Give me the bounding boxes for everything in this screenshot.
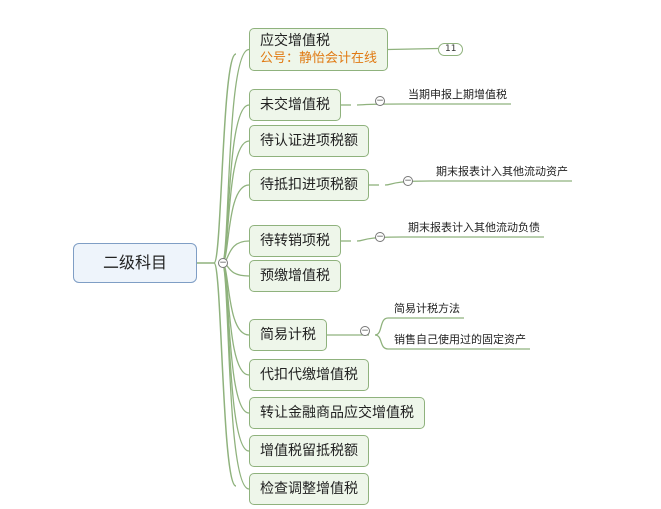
leaf-underline — [356, 236, 544, 242]
badge-connector — [387, 47, 439, 51]
collapse-icon[interactable]: − — [375, 232, 385, 242]
collapse-icon[interactable]: − — [403, 176, 413, 186]
leaf-underline — [384, 180, 572, 186]
leaf-text: 当期申报上期增值税 — [408, 88, 507, 101]
root-collapse-icon[interactable]: − — [218, 258, 228, 268]
leaf-text: 简易计税方法 — [394, 302, 460, 315]
branch-node-1[interactable]: 未交增值税 — [249, 89, 341, 121]
leaf-underline — [374, 317, 464, 336]
collapse-icon[interactable]: − — [375, 96, 385, 106]
branch-node-9[interactable]: 增值税留抵税额 — [249, 435, 369, 467]
collapse-icon[interactable]: − — [360, 326, 370, 336]
leaf-text: 期末报表计入其他流动负债 — [408, 221, 540, 234]
branch-node-5[interactable]: 预缴增值税 — [249, 260, 341, 292]
root-node[interactable]: 二级科目 — [73, 243, 197, 283]
branch-node-0[interactable]: 应交增值税 公号：静怡会计在线 — [249, 28, 389, 71]
branch-node-8[interactable]: 转让金融商品应交增值税 — [249, 397, 425, 429]
leaf-underline — [374, 334, 530, 350]
branch-node-7[interactable]: 代扣代缴增值税 — [249, 359, 369, 391]
branch-connector — [221, 104, 250, 264]
branch-node-3[interactable]: 待抵扣进项税额 — [249, 169, 369, 201]
branch-node-6[interactable]: 简易计税 — [249, 319, 327, 351]
leaf-text: 期末报表计入其他流动资产 — [436, 165, 568, 178]
branch-node-4[interactable]: 待转销项税 — [249, 225, 341, 257]
branch-node-10[interactable]: 检查调整增值税 — [249, 473, 369, 505]
branch-connector — [221, 48, 250, 264]
leaf-underline — [356, 103, 511, 106]
branch-node-2[interactable]: 待认证进项税额 — [249, 125, 369, 157]
branch-label: 应交增值税 — [260, 33, 330, 49]
branch-connector — [221, 262, 250, 490]
branch-sublabel: 公号：静怡会计在线 — [260, 51, 378, 66]
count-badge[interactable]: 11 — [438, 43, 464, 56]
leaf-text: 销售自己使用过的固定资产 — [394, 333, 526, 346]
trunk-line — [197, 53, 237, 487]
